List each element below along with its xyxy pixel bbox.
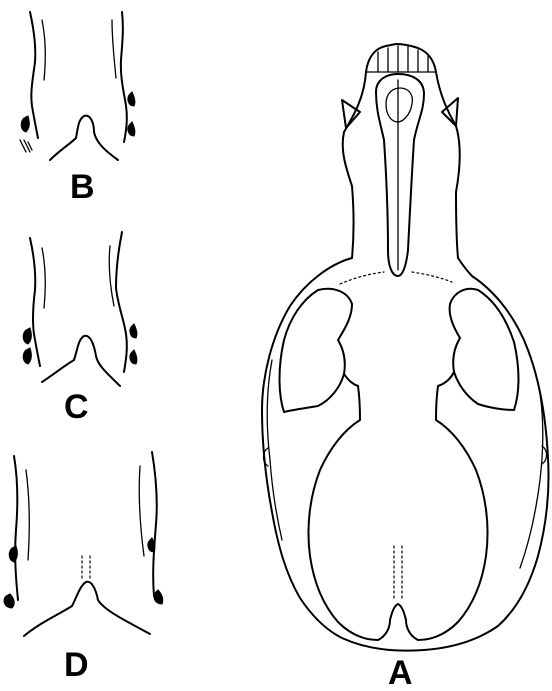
figure-b-palatal-notch: [50, 116, 118, 160]
figure-b-right-molar-upper: [128, 92, 135, 106]
figure-a-posterior-notch: [390, 604, 406, 620]
figure-d-palate-drawing: D: [4, 452, 163, 684]
figure-b-left-outline: [30, 12, 38, 138]
figure-a-cranial-outline: [262, 258, 549, 651]
figure-c-inner-left: [42, 248, 45, 308]
figure-c-right-outline: [116, 232, 127, 372]
figure-a-nasal-column: [376, 74, 424, 276]
figure-a-skull-drawing: A: [262, 44, 549, 691]
figure-d-left-molar-lower: [4, 594, 14, 608]
figure-d-right-molar-lower: [154, 590, 163, 604]
figure-a-braincase-left-edge: [308, 374, 390, 640]
figure-a-rostrum-left: [343, 72, 366, 258]
figure-c-palate-drawing: C: [23, 232, 137, 426]
figure-c-left-outline: [30, 238, 40, 366]
figure-d-palatal-notch: [24, 582, 150, 636]
figure-c-inner-right: [109, 246, 114, 306]
figure-a-outer-rim-right: [520, 382, 543, 568]
figure-a-label: A: [388, 654, 413, 691]
figure-b-left-hatching: [20, 140, 32, 152]
figure-c-left-molar-upper: [23, 328, 31, 344]
figure-d-left-outline: [14, 456, 18, 600]
figure-d-inner-right: [139, 466, 144, 556]
figure-d-right-outline: [152, 452, 157, 596]
figure-d-inner-left: [26, 470, 29, 560]
figure-c-label: C: [64, 388, 89, 426]
figure-b-right-molar-lower: [128, 122, 135, 136]
figure-b-right-outline: [121, 12, 127, 142]
figure-b-label: B: [70, 168, 95, 206]
figure-a-left-zygomatic-spine: [342, 100, 360, 128]
figure-c-right-molar-upper: [130, 324, 137, 338]
figure-d-left-molar-upper: [9, 546, 17, 562]
figure-d-right-molar-upper: [148, 538, 155, 552]
figure-d-label: D: [64, 646, 89, 684]
figure-b-palate-drawing: B: [20, 12, 135, 206]
figure-a-right-orbit: [450, 289, 519, 410]
figure-c-palatal-notch: [42, 336, 120, 386]
figure-a-frontal-suture: [340, 272, 452, 284]
figure-c-left-molar-lower: [23, 348, 31, 364]
figure-b-left-molar: [21, 116, 29, 132]
figure-a-braincase-right-edge: [406, 372, 488, 640]
figure-d-midline-dots: [82, 556, 90, 580]
figure-b-inner-left: [42, 20, 45, 80]
figure-a-incisors: [366, 44, 436, 72]
figure-a-nasal-opening: [386, 88, 412, 122]
figure-a-posterior-midline-dots: [394, 546, 402, 600]
figure-b-inner-right: [112, 20, 116, 78]
figure-c-right-molar-lower: [130, 350, 137, 364]
